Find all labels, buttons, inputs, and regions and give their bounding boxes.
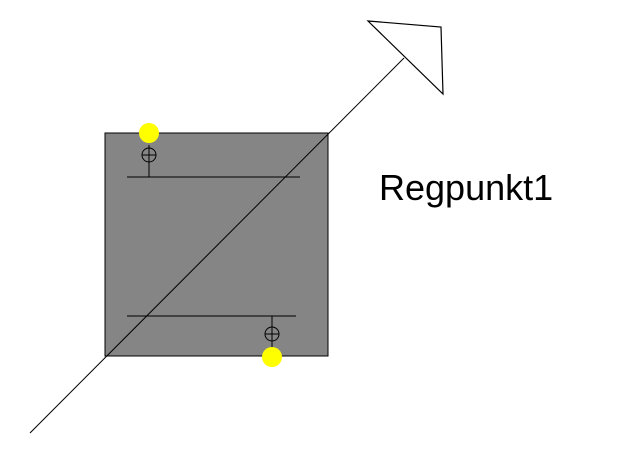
arrowhead-icon (366, 20, 444, 96)
arrow-shaft (29, 57, 405, 434)
regpunkt-block[interactable] (104, 132, 329, 357)
bottom-connection-dot-icon[interactable] (262, 347, 282, 367)
regpunkt-label: Regpunkt1 (379, 167, 554, 208)
top-connection-dot-icon[interactable] (139, 123, 159, 143)
